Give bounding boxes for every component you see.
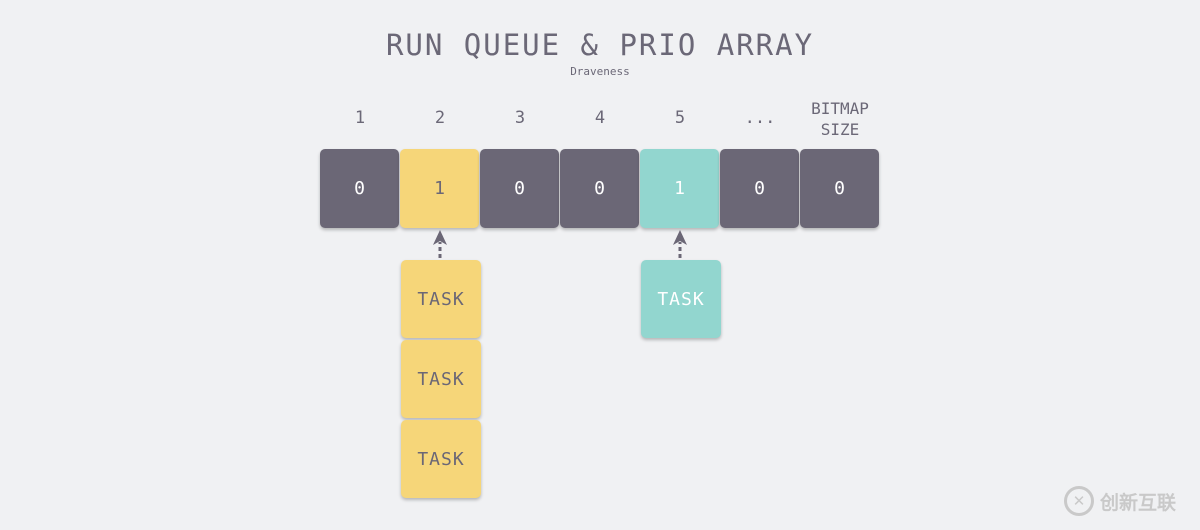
diagram-title: RUN QUEUE & PRIO ARRAY [385,28,815,62]
watermark-logo: ✕ 创新互联 [1064,484,1176,518]
arrow-queue5 [673,230,687,258]
logo-mark-icon: ✕ [1064,486,1094,516]
header-1: 1 [354,108,366,128]
header-5: 5 [674,108,686,128]
bitmap-cell-size: 0 [800,149,879,228]
header-ellipsis: ... [744,108,776,128]
bitmap-cell-2: 1 [400,149,479,228]
bitmap-cell-ellipsis: 0 [720,149,799,228]
bitmap-cell-1: 0 [320,149,399,228]
diagram-subtitle: Draveness [570,65,630,78]
task-queue2-3: TASK [401,420,481,498]
watermark-text: 创新互联 [1100,491,1177,514]
arrow-queue2 [433,230,447,258]
header-3: 3 [514,108,526,128]
header-4: 4 [594,108,606,128]
header-2: 2 [434,108,446,128]
header-bitmap-size: BITMAP SIZE [811,99,869,139]
bitmap-cell-5: 1 [640,149,719,228]
task-queue2-2: TASK [401,340,481,418]
task-queue5-1: TASK [641,260,721,338]
task-queue2-1: TASK [401,260,481,338]
bitmap-cell-4: 0 [560,149,639,228]
bitmap-cell-3: 0 [480,149,559,228]
